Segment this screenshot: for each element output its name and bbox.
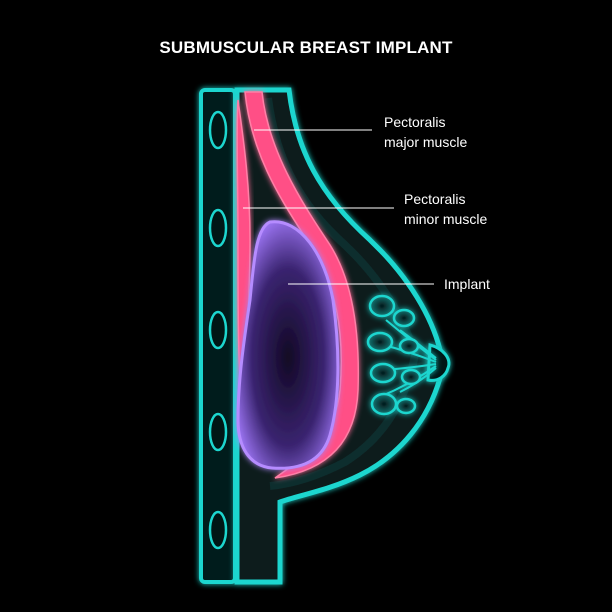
diagram-title: SUBMUSCULAR BREAST IMPLANT bbox=[159, 38, 453, 57]
rib-column bbox=[199, 88, 237, 584]
label-pectoralis-major-line1: Pectoralis bbox=[384, 114, 446, 130]
breast-implant bbox=[236, 220, 340, 470]
label-leader-lines bbox=[243, 129, 434, 285]
label-pectoralis-major-line2: major muscle bbox=[384, 134, 468, 150]
mammary-glands bbox=[366, 294, 437, 416]
nipple bbox=[426, 343, 451, 382]
label-pectoralis-minor-line1: Pectoralis bbox=[404, 191, 466, 207]
label-implant: Implant bbox=[444, 276, 490, 292]
label-pectoralis-minor: Pectoralis minor muscle bbox=[404, 189, 487, 229]
label-pectoralis-minor-line2: minor muscle bbox=[404, 211, 488, 227]
label-pectoralis-major: Pectoralis major muscle bbox=[384, 112, 467, 152]
